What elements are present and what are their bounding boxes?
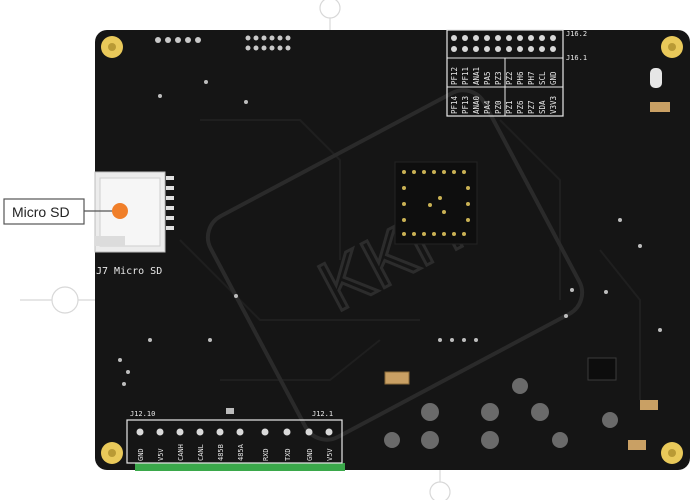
terminal-pin-label: V5V <box>326 448 334 461</box>
gpio-pin-label: ANA0 <box>472 95 481 114</box>
sd-slot-label: J7 Micro SD <box>96 266 162 277</box>
terminal-pin-label: RXD <box>262 448 270 461</box>
pcb-board <box>95 30 690 470</box>
terminal-pin-label: V5V <box>157 448 165 461</box>
micro-sd-callout: Micro SD <box>3 198 128 225</box>
micro-sd-slot: J7 Micro SD <box>94 171 174 277</box>
gpio-pin-label: PZ2 <box>505 71 514 85</box>
terminal-pin-label: GND <box>306 448 314 461</box>
pcb-green-edge <box>135 463 345 471</box>
gpio-pin-label: PA4 <box>483 100 492 114</box>
top-left-vias <box>155 37 201 43</box>
gpio-pin-label: ANA1 <box>472 67 481 85</box>
gpio-pin-label: PF12 <box>450 67 459 85</box>
callout-dot <box>112 203 128 219</box>
pcb-traces <box>179 119 641 400</box>
j16-top-label: J16.2 <box>566 30 587 38</box>
mounting-hole-centers <box>108 43 676 457</box>
bottom-terminal-block: J12.10 J12.1 <box>126 410 343 464</box>
gpio-pin-label: PZ1 <box>505 100 514 114</box>
gpio-pin-label: PZ7 <box>527 100 536 114</box>
round-pads <box>384 378 618 449</box>
central-chip <box>394 161 478 245</box>
gpio-pin-label: V3V3 <box>549 96 558 114</box>
terminal-pin-label: GND <box>137 448 145 461</box>
watermark-box <box>205 88 585 442</box>
gpio-pin-label: PA5 <box>483 71 492 85</box>
gpio-pin-label: PF13 <box>461 96 470 114</box>
terminal-pin-label: 485B <box>217 444 225 461</box>
terminal-pin-label: TXD <box>284 448 292 461</box>
gpio-pin-label: PZ6 <box>516 100 525 114</box>
gpio-pin-label: PH7 <box>527 71 536 85</box>
bottom-pin-labels: GND V5V CANH CANL 485B 485A RXD TXD GND V5V <box>137 443 334 461</box>
terminal-pin-label: CANH <box>177 444 185 461</box>
gpio-pin-label: SDA <box>538 100 547 114</box>
gpio-pin-label: PF11 <box>461 67 470 85</box>
gpio-pin-label: SCL <box>538 71 547 85</box>
gpio-pin-label: GND <box>549 71 558 85</box>
scattered-vias <box>118 80 662 386</box>
terminal-pin-label: CANL <box>197 444 205 461</box>
callout-label: Micro SD <box>12 204 70 220</box>
top-header-pads <box>245 35 291 51</box>
gpio-pin-label: PF14 <box>450 95 459 114</box>
j12-left-label: J12.10 <box>130 410 155 418</box>
j12-right-label: J12.1 <box>312 410 333 418</box>
smd-components <box>226 68 670 450</box>
gpio-pin-label: PZ0 <box>494 100 503 114</box>
gpio-header-j16: J16.2 J16.1 <box>446 29 587 117</box>
gpio-pin-label: PZ3 <box>494 71 503 85</box>
j16-bottom-label: J16.1 <box>566 54 587 62</box>
gpio-pin-label: PH6 <box>516 71 525 85</box>
terminal-pin-label: 485A <box>237 443 245 461</box>
